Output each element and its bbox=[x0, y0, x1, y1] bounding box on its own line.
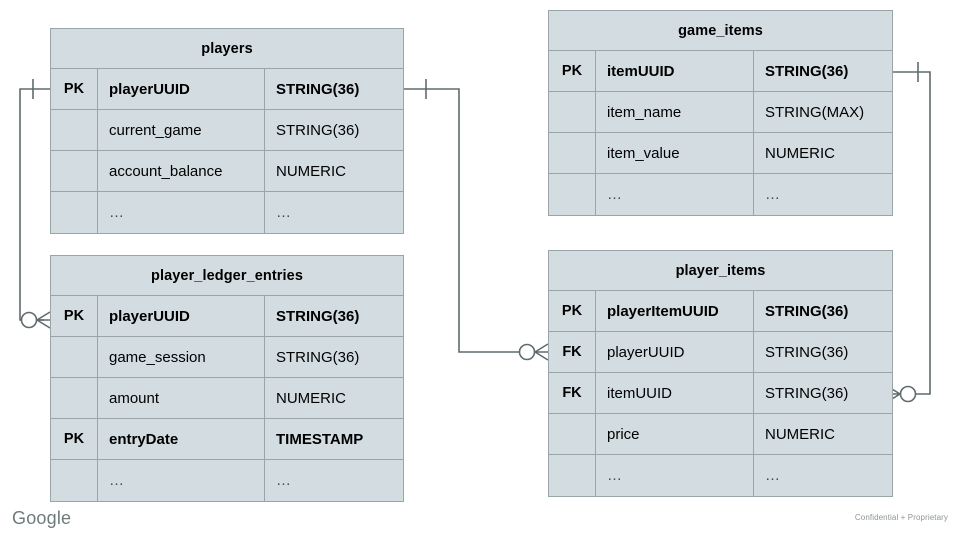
row-key: FK bbox=[549, 373, 596, 413]
table-row[interactable]: … … bbox=[51, 460, 403, 501]
row-key: PK bbox=[549, 291, 596, 331]
row-key: PK bbox=[549, 51, 596, 91]
row-type: NUMERIC bbox=[276, 162, 346, 180]
entity-title-player-items: player_items bbox=[549, 251, 892, 291]
confidentiality-note: Confidential + Proprietary bbox=[854, 513, 948, 522]
table-row[interactable]: item_value NUMERIC bbox=[549, 133, 892, 174]
entity-players[interactable]: players PK playerUUID STRING(36) current… bbox=[50, 28, 404, 234]
entity-title-players: players bbox=[51, 29, 403, 69]
table-row[interactable]: item_name STRING(MAX) bbox=[549, 92, 892, 133]
table-row[interactable]: PK playerItemUUID STRING(36) bbox=[549, 291, 892, 332]
table-row[interactable]: current_game STRING(36) bbox=[51, 110, 403, 151]
row-key: PK bbox=[51, 419, 98, 459]
connector-players-to-player-items bbox=[404, 79, 549, 361]
row-type: NUMERIC bbox=[765, 144, 835, 162]
row-name: item_value bbox=[596, 133, 754, 173]
row-name: playerUUID bbox=[98, 69, 265, 109]
row-type: STRING(36) bbox=[276, 307, 360, 325]
row-name: game_session bbox=[98, 337, 265, 377]
row-name: amount bbox=[98, 378, 265, 418]
row-name: playerUUID bbox=[596, 332, 754, 372]
row-name: … bbox=[98, 192, 265, 233]
table-row[interactable]: FK itemUUID STRING(36) bbox=[549, 373, 892, 414]
row-key: PK bbox=[51, 296, 98, 336]
crowsfoot bbox=[36, 311, 51, 329]
row-name: current_game bbox=[98, 110, 265, 150]
table-row[interactable]: PK playerUUID STRING(36) bbox=[51, 69, 403, 110]
crowsfoot bbox=[534, 343, 549, 361]
row-name: playerUUID bbox=[98, 296, 265, 336]
row-name: price bbox=[596, 414, 754, 454]
row-key bbox=[51, 110, 98, 150]
row-type: … bbox=[276, 204, 292, 221]
row-key bbox=[51, 151, 98, 191]
row-name: itemUUID bbox=[596, 373, 754, 413]
row-name: … bbox=[596, 174, 754, 215]
row-key: PK bbox=[51, 69, 98, 109]
table-row[interactable]: price NUMERIC bbox=[549, 414, 892, 455]
entity-game-items[interactable]: game_items PK itemUUID STRING(36) item_n… bbox=[548, 10, 893, 216]
row-type: STRING(36) bbox=[765, 62, 849, 80]
table-row[interactable]: FK playerUUID STRING(36) bbox=[549, 332, 892, 373]
table-row[interactable]: … … bbox=[549, 455, 892, 496]
table-row[interactable]: account_balance NUMERIC bbox=[51, 151, 403, 192]
row-type: STRING(36) bbox=[276, 80, 360, 98]
table-row[interactable]: … … bbox=[51, 192, 403, 233]
google-logo: Google bbox=[12, 508, 72, 528]
row-type: STRING(MAX) bbox=[765, 103, 865, 121]
row-key bbox=[549, 455, 596, 496]
row-name: account_balance bbox=[98, 151, 265, 191]
table-row[interactable]: PK entryDate TIMESTAMP bbox=[51, 419, 403, 460]
entity-player-items[interactable]: player_items PK playerItemUUID STRING(36… bbox=[548, 250, 893, 497]
row-name: … bbox=[596, 455, 754, 496]
row-name: playerItemUUID bbox=[596, 291, 754, 331]
row-type: … bbox=[765, 467, 781, 484]
row-name: item_name bbox=[596, 92, 754, 132]
row-type: NUMERIC bbox=[276, 389, 346, 407]
table-row[interactable]: PK playerUUID STRING(36) bbox=[51, 296, 403, 337]
entity-player-ledger-entries[interactable]: player_ledger_entries PK playerUUID STRI… bbox=[50, 255, 404, 502]
row-name: entryDate bbox=[98, 419, 265, 459]
row-type: … bbox=[765, 186, 781, 203]
row-key bbox=[549, 414, 596, 454]
entity-title-game-items: game_items bbox=[549, 11, 892, 51]
row-type: TIMESTAMP bbox=[276, 430, 364, 448]
row-key bbox=[51, 192, 98, 233]
entity-title-player-ledger-entries: player_ledger_entries bbox=[51, 256, 403, 296]
row-key bbox=[549, 92, 596, 132]
table-row[interactable]: PK itemUUID STRING(36) bbox=[549, 51, 892, 92]
row-type: STRING(36) bbox=[765, 384, 849, 402]
row-type: NUMERIC bbox=[765, 425, 835, 443]
connector-game-items-to-player-items bbox=[886, 62, 931, 403]
row-key bbox=[51, 337, 98, 377]
table-row[interactable]: game_session STRING(36) bbox=[51, 337, 403, 378]
table-row[interactable]: … … bbox=[549, 174, 892, 215]
connector-players-to-ledger bbox=[19, 79, 51, 329]
table-row[interactable]: amount NUMERIC bbox=[51, 378, 403, 419]
row-type: STRING(36) bbox=[765, 302, 849, 320]
row-name: itemUUID bbox=[596, 51, 754, 91]
row-type: … bbox=[276, 472, 292, 489]
row-key bbox=[549, 133, 596, 173]
row-key bbox=[549, 174, 596, 215]
row-type: STRING(36) bbox=[276, 348, 360, 366]
row-type: STRING(36) bbox=[276, 121, 360, 139]
row-key bbox=[51, 460, 98, 501]
row-type: STRING(36) bbox=[765, 343, 849, 361]
row-name: … bbox=[98, 460, 265, 501]
row-key bbox=[51, 378, 98, 418]
row-key: FK bbox=[549, 332, 596, 372]
